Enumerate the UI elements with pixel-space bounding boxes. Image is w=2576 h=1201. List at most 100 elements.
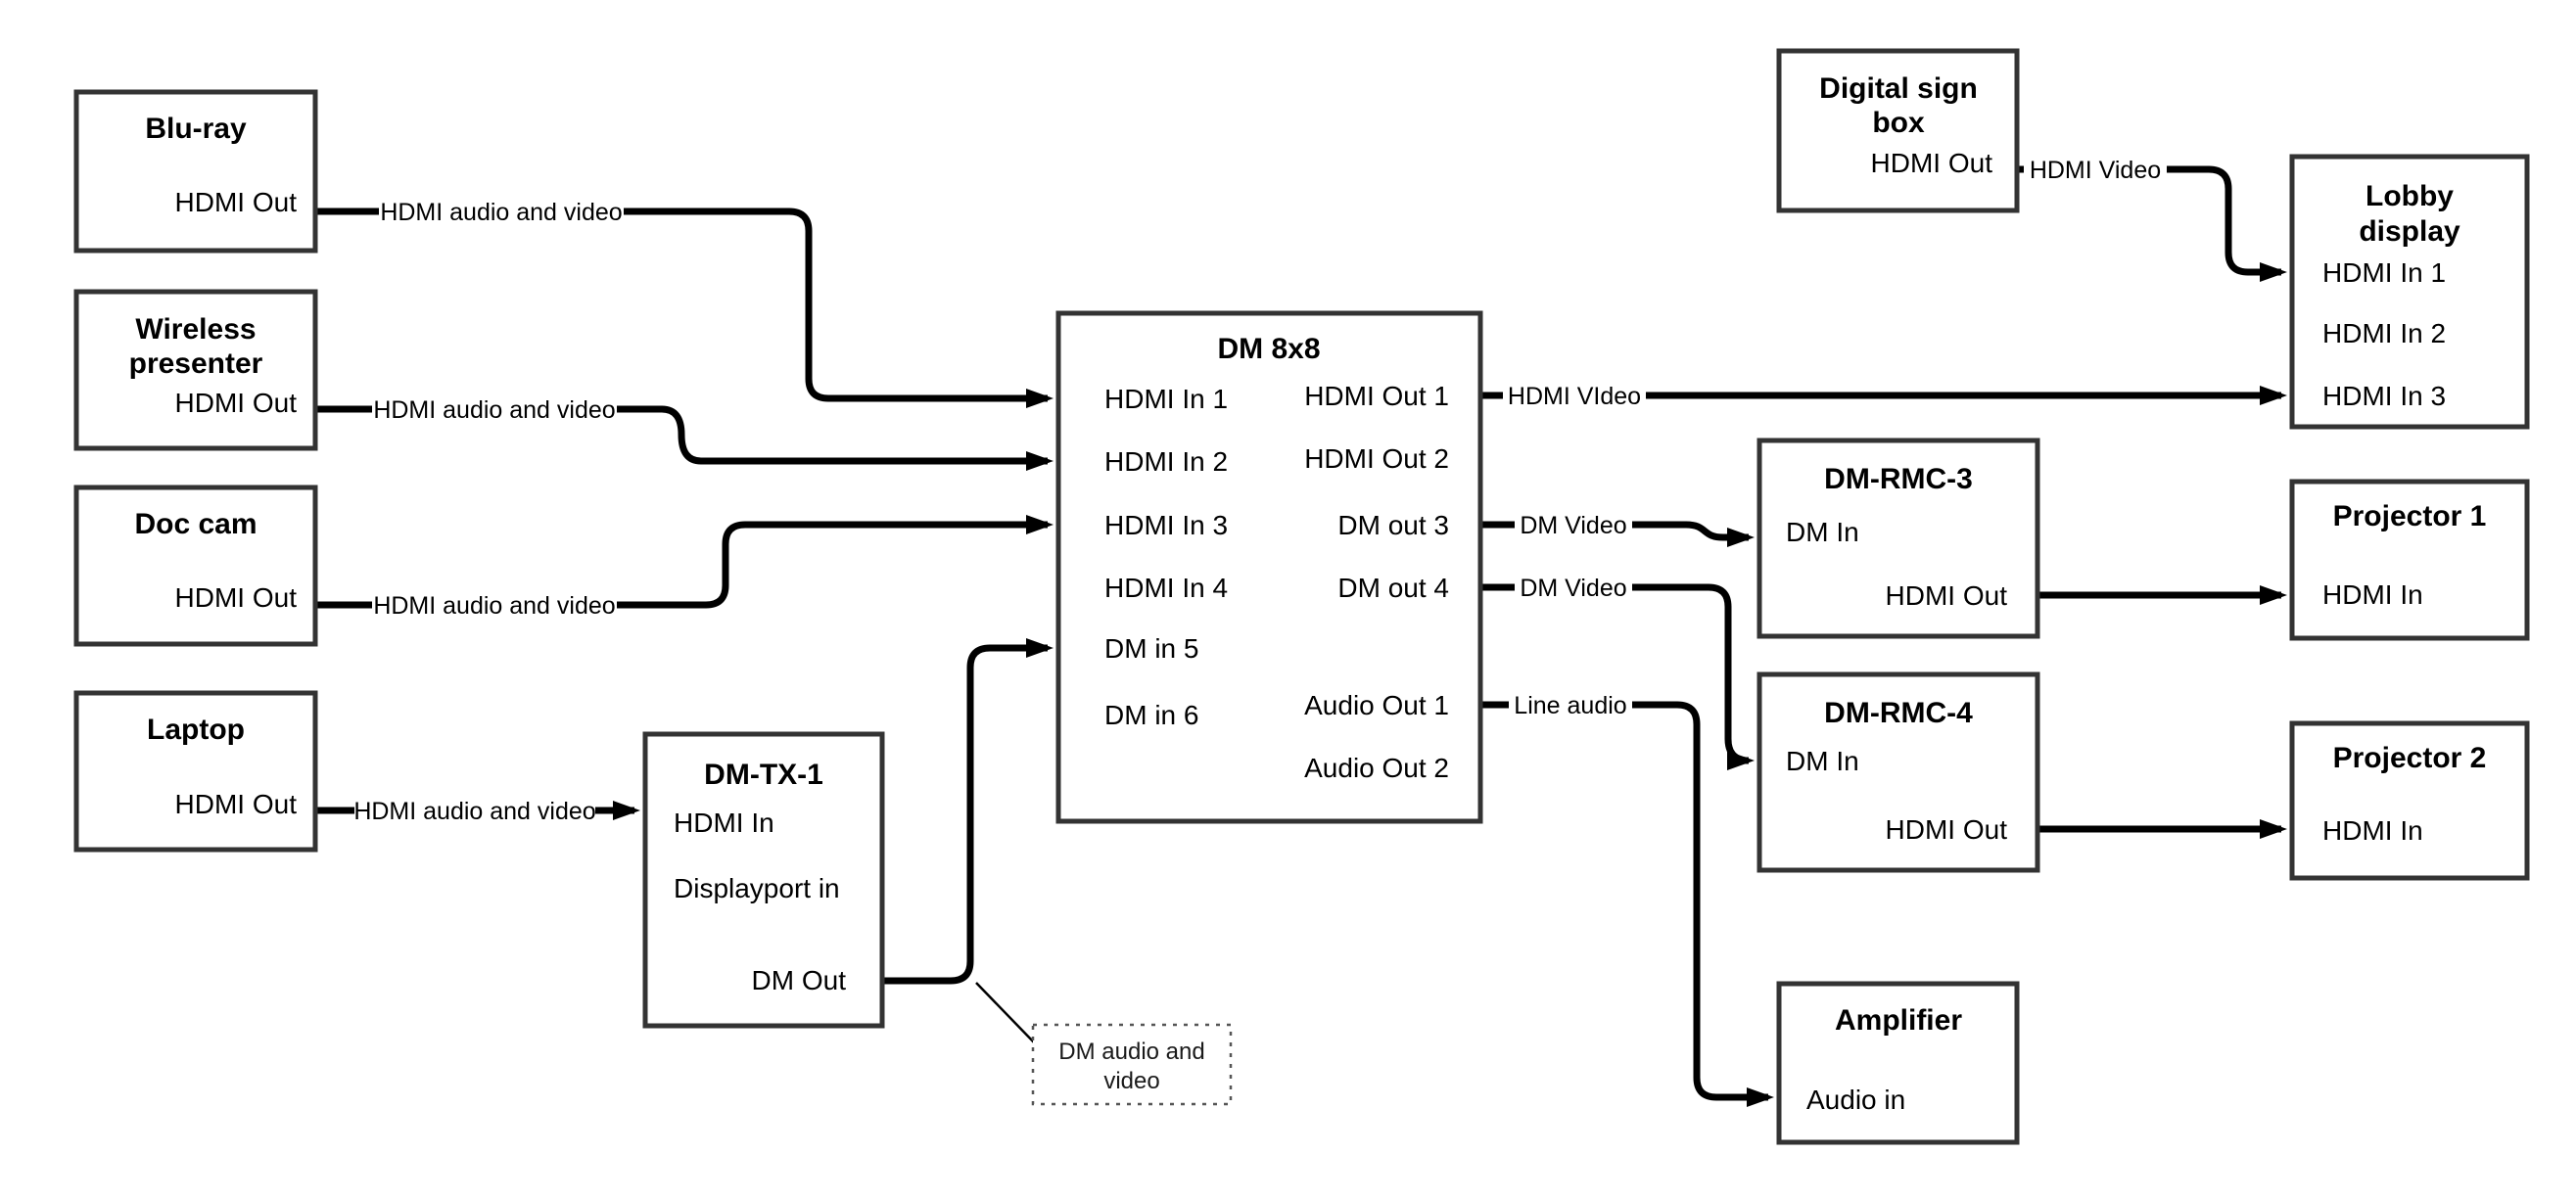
port-dm8x8-hdmi-out-2: HDMI Out 2	[1304, 443, 1449, 474]
port-lobby-hdmi-in-2: HDMI In 2	[2322, 318, 2446, 348]
node-dmrmc3: DM-RMC-3 DM In HDMI Out	[1756, 438, 2040, 639]
node-proj1-box	[2289, 479, 2530, 641]
wire-label-doccam: HDMI audio and video	[373, 592, 615, 620]
wire-label-laptop: HDMI audio and video	[353, 798, 595, 825]
node-digitalsign-title-line1: Digital sign	[1819, 72, 1978, 105]
node-bluray-box	[73, 89, 318, 254]
note-box	[1031, 1023, 1233, 1106]
wire-wireless-to-dm8x8-in2	[315, 405, 1054, 471]
node-proj2-box	[2289, 720, 2530, 881]
port-lobby-hdmi-in-1: HDMI In 1	[2322, 257, 2446, 288]
node-lobby-title-line2: display	[2359, 215, 2460, 248]
port-doccam-hdmi-out: HDMI Out	[175, 582, 298, 613]
port-lobby-hdmi-in-3: HDMI In 3	[2322, 381, 2446, 411]
node-dmrmc4-title: DM-RMC-4	[1824, 697, 1973, 729]
node-doccam: Doc cam HDMI Out	[73, 485, 318, 647]
wire-label-out3: DM Video	[1520, 512, 1626, 539]
note-text-line2: video	[1103, 1068, 1159, 1094]
node-digitalsign-box	[1776, 48, 2020, 213]
port-dm8x8-dm-in-5: DM in 5	[1104, 633, 1198, 664]
port-proj2-hdmi-in: HDMI In	[2322, 815, 2423, 846]
node-dm8x8-title: DM 8x8	[1217, 333, 1320, 365]
node-wireless-box	[73, 289, 318, 451]
label-bg	[1509, 687, 1632, 722]
node-wireless-title-line1: Wireless	[135, 313, 256, 346]
node-dmrmc4: DM-RMC-4 DM In HDMI Out	[1756, 671, 2040, 873]
wire-labels: HDMI audio and video HDMI audio and vide…	[353, 152, 2167, 828]
label-bg	[2024, 152, 2167, 187]
node-laptop-box	[73, 690, 318, 853]
node-lobby-display: Lobby display HDMI In 1 HDMI In 2 HDMI I…	[2289, 154, 2530, 430]
node-lobby-box	[2289, 154, 2530, 430]
node-amplifier: Amplifier Audio in	[1776, 981, 2020, 1145]
node-amplifier-box	[1776, 981, 2020, 1145]
node-laptop-title: Laptop	[147, 714, 245, 746]
port-proj1-hdmi-in: HDMI In	[2322, 579, 2423, 610]
port-dm8x8-hdmi-in-2: HDMI In 2	[1104, 446, 1228, 477]
node-amplifier-title: Amplifier	[1835, 1004, 1962, 1037]
label-bg	[372, 587, 617, 623]
wire-dmtx1-to-dm8x8-in5	[882, 638, 1054, 985]
node-lobby-title-line1: Lobby	[2365, 180, 2454, 212]
wire-doccam-to-dm8x8-in3	[315, 515, 1054, 609]
port-dm8x8-hdmi-out-1: HDMI Out 1	[1304, 381, 1449, 411]
port-dm8x8-dm-out-4: DM out 4	[1337, 573, 1449, 603]
wire-label-sign: HDMI Video	[2030, 157, 2161, 184]
port-amplifier-audio-in: Audio in	[1806, 1085, 1905, 1115]
note-dm-audio-video: DM audio and video	[1031, 1023, 1233, 1106]
port-bluray-hdmi-out: HDMI Out	[175, 187, 298, 217]
node-wireless-title-line2: presenter	[129, 347, 263, 380]
port-dm8x8-hdmi-in-4: HDMI In 4	[1104, 573, 1228, 603]
node-wireless-presenter: Wireless presenter HDMI Out	[73, 289, 318, 451]
wire-dm8x8-audio1-to-amp	[1480, 701, 1774, 1107]
node-dmtx1-box	[642, 731, 885, 1029]
node-dmtx1-title: DM-TX-1	[704, 759, 823, 791]
note-callout-line	[975, 982, 1036, 1044]
node-dmrmc3-title: DM-RMC-3	[1824, 463, 1973, 495]
port-dm8x8-dm-out-3: DM out 3	[1337, 510, 1449, 540]
port-dmrmc3-dm-in: DM In	[1786, 517, 1859, 547]
port-dm8x8-dm-in-6: DM in 6	[1104, 700, 1198, 730]
node-dmtx1: DM-TX-1 HDMI In Displayport in DM Out	[642, 731, 885, 1029]
port-dm8x8-audio-out-1: Audio Out 1	[1304, 690, 1449, 720]
wire-label-out4: DM Video	[1520, 575, 1626, 602]
port-dmrmc4-hdmi-out: HDMI Out	[1886, 814, 2008, 845]
wire-digitalsign-to-lobby-in1	[2017, 165, 2287, 282]
node-dm8x8-box	[1055, 310, 1483, 824]
node-proj1-title: Projector 1	[2333, 500, 2487, 532]
node-dmrmc3-box	[1756, 438, 2040, 639]
node-bluray-title: Blu-ray	[145, 113, 247, 145]
wire-dm8x8-out3-to-dmrmc3	[1480, 521, 1755, 547]
label-bg	[1515, 507, 1632, 542]
port-dm8x8-hdmi-in-1: HDMI In 1	[1104, 384, 1228, 414]
node-dm8x8: DM 8x8 HDMI In 1 HDMI In 2 HDMI In 3 HDM…	[1055, 310, 1483, 824]
node-bluray: Blu-ray HDMI Out	[73, 89, 318, 254]
wire-label-audio1: Line audio	[1514, 692, 1626, 719]
wire-bluray-to-dm8x8-in1	[315, 208, 1054, 408]
node-doccam-box	[73, 485, 318, 647]
node-digitalsign-title-line2: box	[1872, 107, 1925, 139]
port-laptop-hdmi-out: HDMI Out	[175, 789, 298, 819]
node-laptop: Laptop HDMI Out	[73, 690, 318, 853]
port-dmrmc4-dm-in: DM In	[1786, 746, 1859, 776]
port-dmrmc3-hdmi-out: HDMI Out	[1886, 580, 2008, 611]
wire-label-bluray: HDMI audio and video	[380, 199, 622, 226]
wire-label-out1: HDMI VIdeo	[1508, 383, 1641, 410]
port-dm8x8-hdmi-in-3: HDMI In 3	[1104, 510, 1228, 540]
port-dmtx1-displayport-in: Displayport in	[674, 873, 840, 903]
wire-dm8x8-out4-to-dmrmc4	[1480, 583, 1755, 770]
node-digitalsign: Digital sign box HDMI Out	[1776, 48, 2020, 213]
node-proj1: Projector 1 HDMI In	[2289, 479, 2530, 641]
port-dm8x8-audio-out-2: Audio Out 2	[1304, 753, 1449, 783]
node-doccam-title: Doc cam	[134, 508, 257, 540]
port-dmtx1-dm-out: DM Out	[752, 965, 847, 995]
label-bg	[1515, 570, 1632, 605]
node-dmrmc4-box	[1756, 671, 2040, 873]
label-bg	[379, 194, 624, 229]
port-digitalsign-hdmi-out: HDMI Out	[1871, 148, 1993, 178]
label-bg	[354, 793, 595, 828]
label-bg	[372, 392, 617, 427]
wire-label-wireless: HDMI audio and video	[373, 396, 615, 424]
node-proj2: Projector 2 HDMI In	[2289, 720, 2530, 881]
